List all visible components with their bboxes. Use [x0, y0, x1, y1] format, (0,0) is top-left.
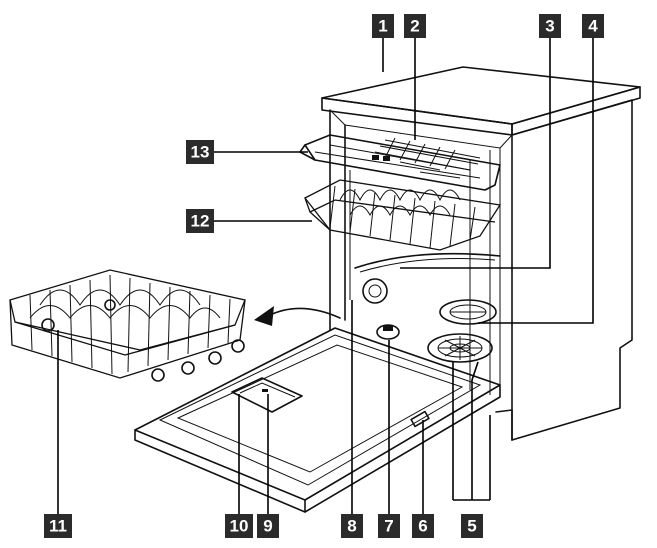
leader-lines — [57, 38, 594, 514]
callout-6: 6 — [412, 514, 434, 538]
svg-text:4: 4 — [588, 17, 598, 36]
callout-4: 4 — [582, 14, 604, 38]
callout-11: 11 — [44, 514, 72, 538]
svg-text:10: 10 — [230, 517, 249, 536]
door — [134, 327, 501, 513]
callout-8: 8 — [341, 514, 363, 538]
callout-3: 3 — [539, 14, 561, 38]
svg-text:5: 5 — [467, 517, 476, 536]
svg-text:6: 6 — [418, 517, 427, 536]
callout-12: 12 — [186, 209, 214, 233]
callout-9: 9 — [257, 514, 279, 538]
tub-floor — [362, 278, 497, 363]
svg-text:3: 3 — [545, 17, 554, 36]
svg-text:1: 1 — [378, 17, 387, 36]
callout-1: 1 — [372, 14, 394, 38]
svg-text:13: 13 — [191, 143, 210, 162]
cabinet — [321, 66, 641, 441]
svg-text:2: 2 — [410, 17, 419, 36]
svg-text:7: 7 — [384, 517, 393, 536]
callout-2: 2 — [404, 14, 426, 38]
arrow-icon — [254, 306, 341, 326]
callout-5: 5 — [461, 514, 483, 538]
callout-7: 7 — [378, 514, 400, 538]
cutlery-tray — [299, 134, 501, 191]
lower-basket — [9, 269, 246, 382]
svg-text:11: 11 — [49, 517, 67, 536]
callout-10: 10 — [225, 514, 253, 538]
upper-basket — [304, 179, 502, 273]
callout-13: 13 — [186, 140, 214, 164]
svg-text:12: 12 — [191, 212, 210, 231]
svg-text:9: 9 — [263, 517, 272, 536]
svg-text:8: 8 — [347, 517, 356, 536]
